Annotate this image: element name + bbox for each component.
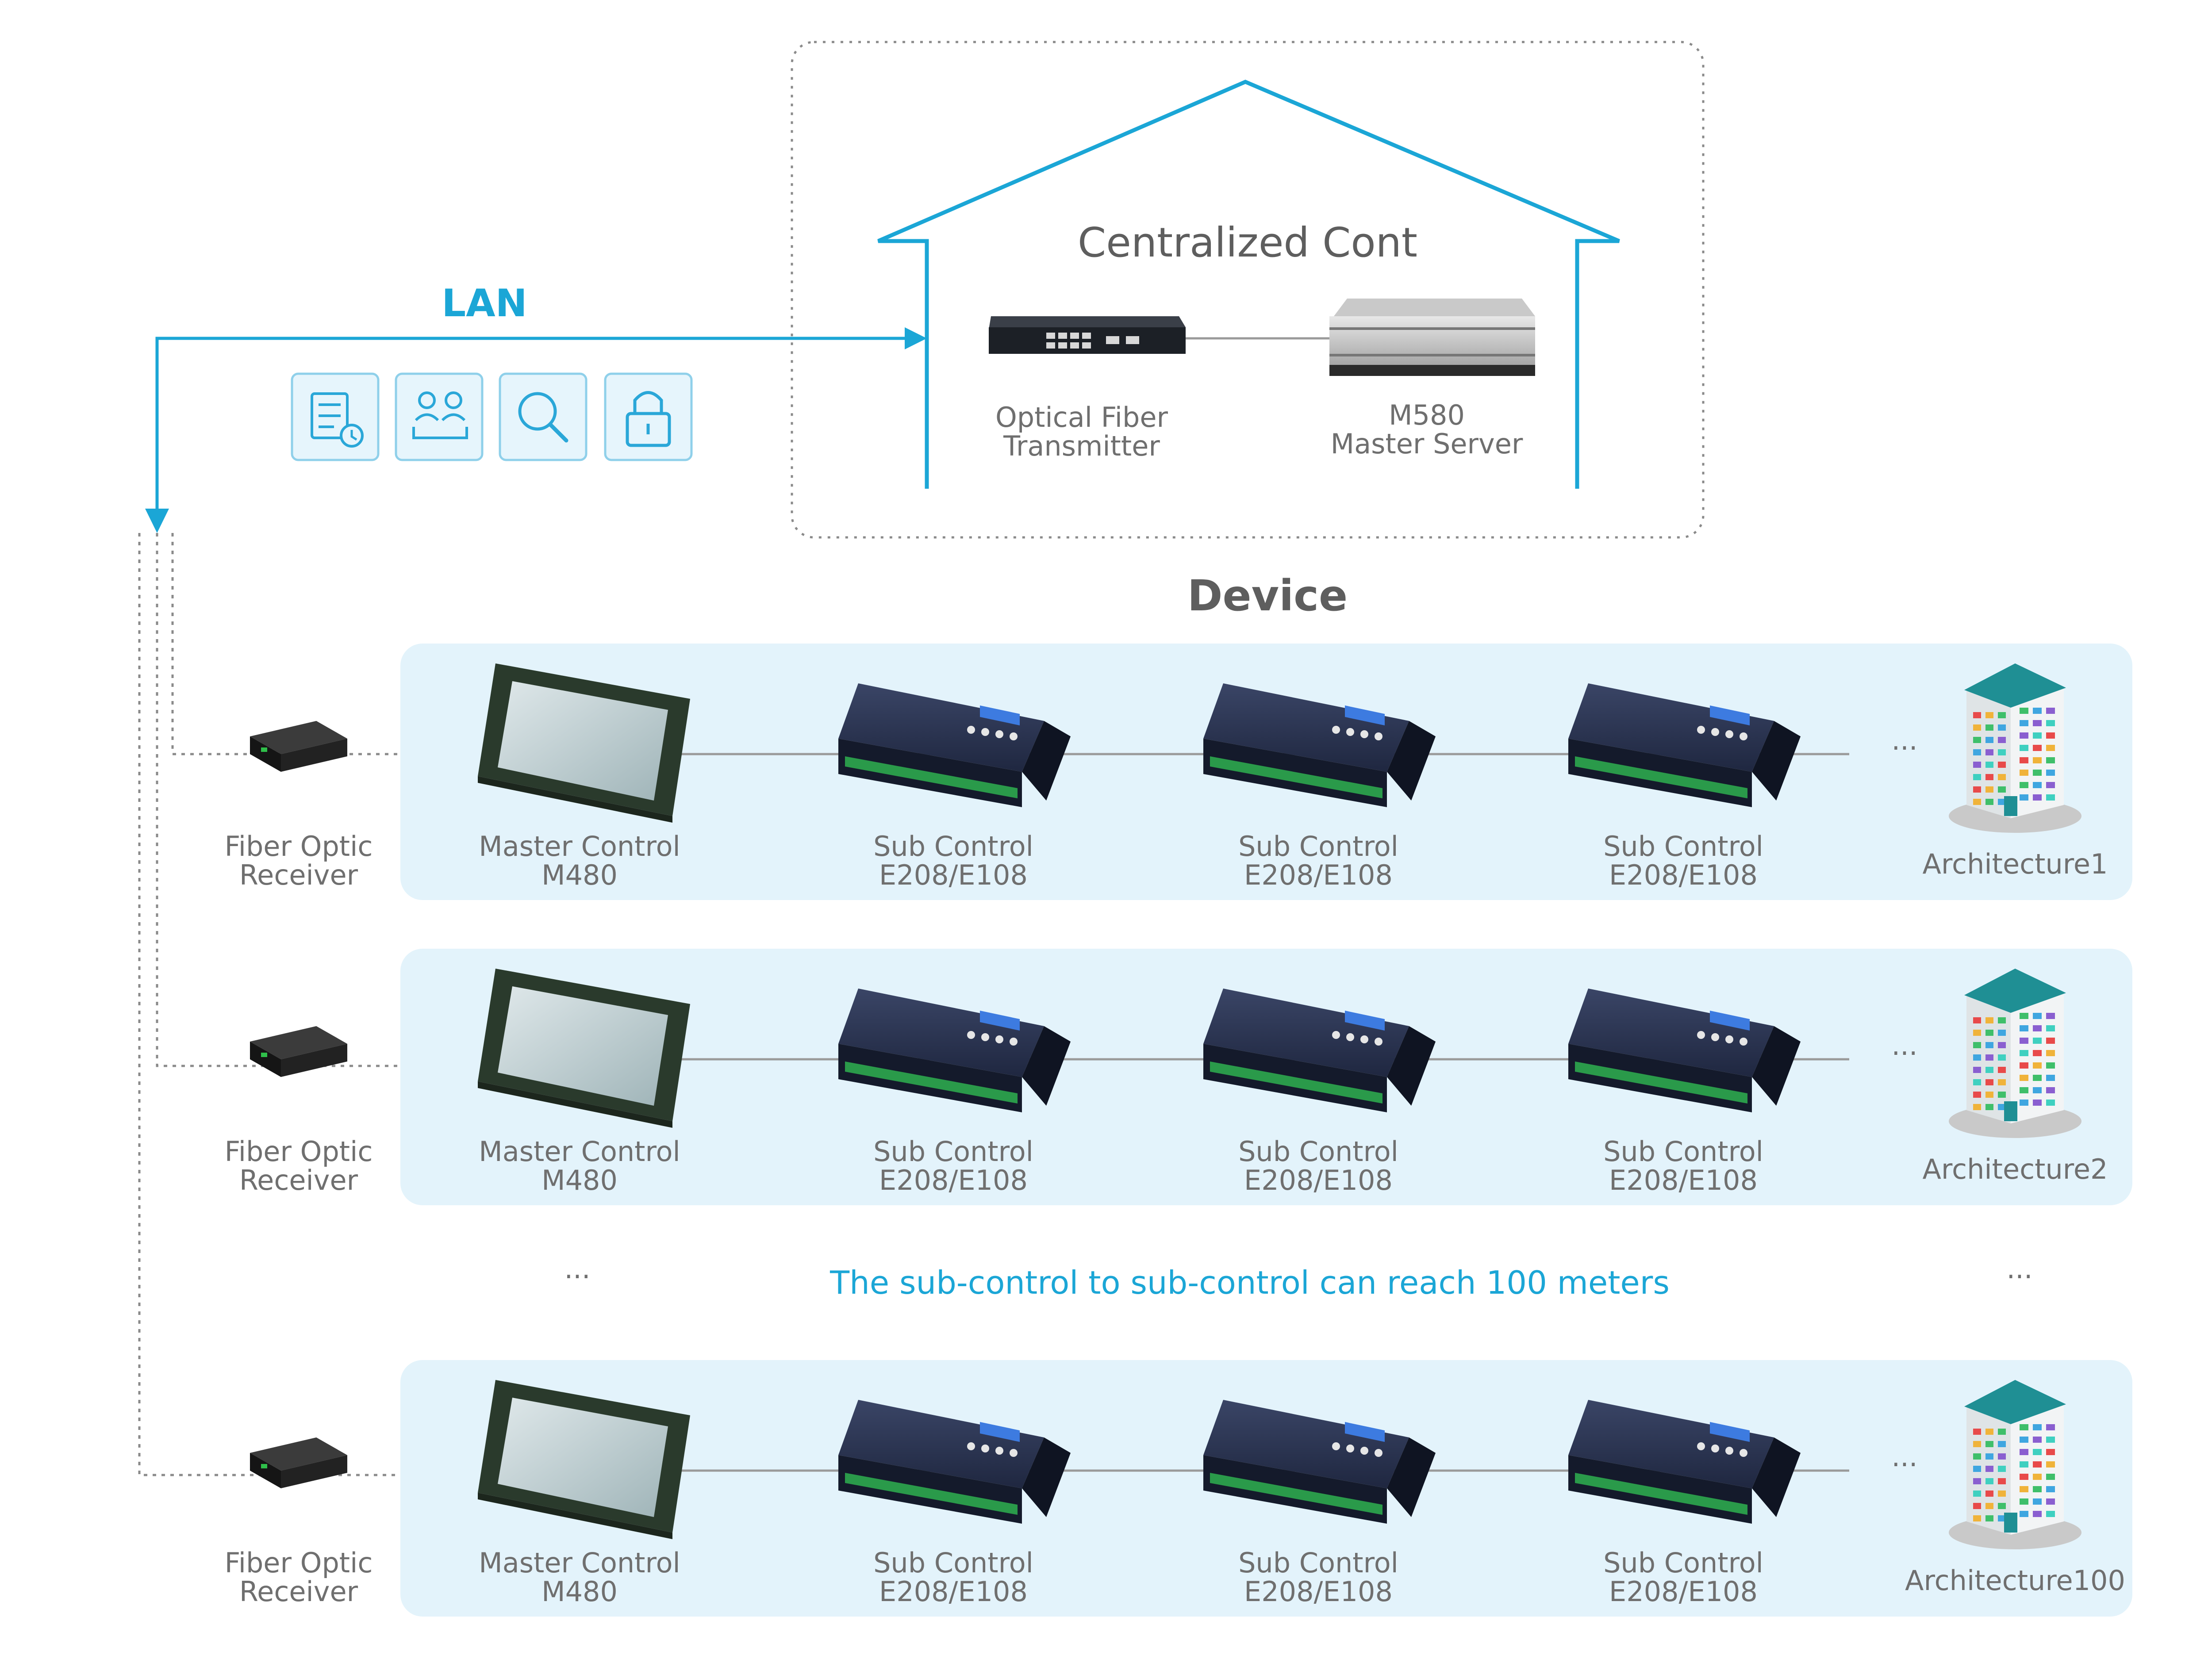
server-label-line2: Master Server bbox=[1331, 428, 1523, 460]
hub-section: Centralized Cont Optical Fiber Transmitt… bbox=[791, 41, 1705, 539]
sub-label-line2: E208/E108 bbox=[1244, 1164, 1393, 1196]
sub-label-line1: Sub Control bbox=[873, 1135, 1033, 1168]
sub-label-line2: E208/E108 bbox=[1244, 1575, 1393, 1608]
building-icon bbox=[1949, 1380, 2081, 1549]
building-icon bbox=[1949, 969, 2081, 1138]
sub-label-line1: Sub Control bbox=[1603, 1547, 1763, 1579]
sub-control-device[interactable] bbox=[1203, 683, 1436, 807]
sub-control-device[interactable] bbox=[1203, 1400, 1436, 1524]
sub-control-device[interactable] bbox=[838, 683, 1071, 807]
master-control-device[interactable] bbox=[478, 663, 690, 823]
building-label: Architecture1 bbox=[1922, 848, 2108, 880]
transmitter-label-line2: Transmitter bbox=[1003, 430, 1160, 462]
master-label-line1: Master Control bbox=[479, 1135, 680, 1168]
master-server-device[interactable] bbox=[1329, 299, 1535, 376]
sub-label-line2: E208/E108 bbox=[879, 859, 1028, 891]
master-label-line1: Master Control bbox=[479, 1547, 680, 1579]
master-label-line2: M480 bbox=[541, 1575, 618, 1608]
house-outline bbox=[877, 80, 1620, 489]
master-control-device[interactable] bbox=[478, 969, 690, 1128]
sub-control-device[interactable] bbox=[838, 989, 1071, 1112]
sub-label-line2: E208/E108 bbox=[879, 1164, 1028, 1196]
master-control-device[interactable] bbox=[478, 1380, 690, 1539]
building-label: Architecture100 bbox=[1905, 1564, 2125, 1597]
sub-label-line1: Sub Control bbox=[873, 830, 1033, 862]
receiver-label-line2: Receiver bbox=[239, 1575, 358, 1608]
user-group-icon[interactable] bbox=[395, 372, 484, 461]
hub-frame bbox=[791, 41, 1705, 539]
server-label-line1: M580 bbox=[1389, 399, 1465, 431]
fiber-receiver-device[interactable] bbox=[250, 1026, 347, 1077]
sub-control-device[interactable] bbox=[1568, 683, 1801, 807]
sub-label-line1: Sub Control bbox=[1603, 830, 1763, 862]
sub-label-line2: E208/E108 bbox=[879, 1575, 1028, 1608]
master-label-line2: M480 bbox=[541, 1164, 618, 1196]
sub-label-line2: E208/E108 bbox=[1609, 1164, 1758, 1196]
row-ellipsis: ... bbox=[1891, 724, 1917, 756]
sub-control-device[interactable] bbox=[1568, 1400, 1801, 1524]
sub-label-line2: E208/E108 bbox=[1609, 1575, 1758, 1608]
device-heading: Device bbox=[1187, 571, 1348, 621]
fiber-receiver-device[interactable] bbox=[250, 721, 347, 772]
sub-label-line2: E208/E108 bbox=[1244, 859, 1393, 891]
schedule-list-icon[interactable] bbox=[291, 372, 380, 461]
row-ellipsis: ... bbox=[1891, 1441, 1917, 1473]
lock-icon[interactable] bbox=[604, 372, 693, 461]
gap-right-ellipsis: ... bbox=[2006, 1253, 2032, 1285]
lan-label: LAN bbox=[442, 281, 527, 326]
sub-label-line2: E208/E108 bbox=[1609, 859, 1758, 891]
receiver-label-line2: Receiver bbox=[239, 859, 358, 891]
building-icon bbox=[1949, 663, 2081, 833]
sub-control-device[interactable] bbox=[838, 1400, 1071, 1524]
building-label: Architecture2 bbox=[1922, 1153, 2108, 1185]
sub-label-line1: Sub Control bbox=[1238, 1547, 1398, 1579]
gap-left-ellipsis: ... bbox=[564, 1253, 590, 1285]
receiver-label-line1: Fiber Optic bbox=[225, 830, 373, 862]
hub-title: Centralized Cont bbox=[1078, 219, 1417, 266]
search-icon[interactable] bbox=[499, 372, 588, 461]
sub-control-device[interactable] bbox=[1568, 989, 1801, 1112]
transmitter-label-line1: Optical Fiber bbox=[995, 401, 1168, 433]
sub-control-device[interactable] bbox=[1203, 989, 1436, 1112]
sub-label-line1: Sub Control bbox=[1603, 1135, 1763, 1168]
lan-line bbox=[155, 337, 922, 517]
fiber-transmitter-device[interactable] bbox=[989, 316, 1186, 354]
gap-note: The sub-control to sub-control can reach… bbox=[830, 1264, 1670, 1301]
receiver-label-line2: Receiver bbox=[239, 1164, 358, 1196]
receiver-label-line1: Fiber Optic bbox=[225, 1135, 373, 1168]
sub-label-line1: Sub Control bbox=[1238, 1135, 1398, 1168]
fiber-receiver-device[interactable] bbox=[250, 1437, 347, 1488]
lan-arrow-down bbox=[145, 509, 169, 533]
sub-label-line1: Sub Control bbox=[873, 1547, 1033, 1579]
row-ellipsis: ... bbox=[1891, 1029, 1917, 1061]
receiver-label-line1: Fiber Optic bbox=[225, 1547, 373, 1579]
fiber-trunk-lines bbox=[138, 533, 482, 1476]
lan-section: LAN bbox=[145, 281, 927, 533]
master-label-line2: M480 bbox=[541, 859, 618, 891]
sub-label-line1: Sub Control bbox=[1238, 830, 1398, 862]
lan-arrow-right bbox=[905, 327, 927, 349]
master-label-line1: Master Control bbox=[479, 830, 680, 862]
